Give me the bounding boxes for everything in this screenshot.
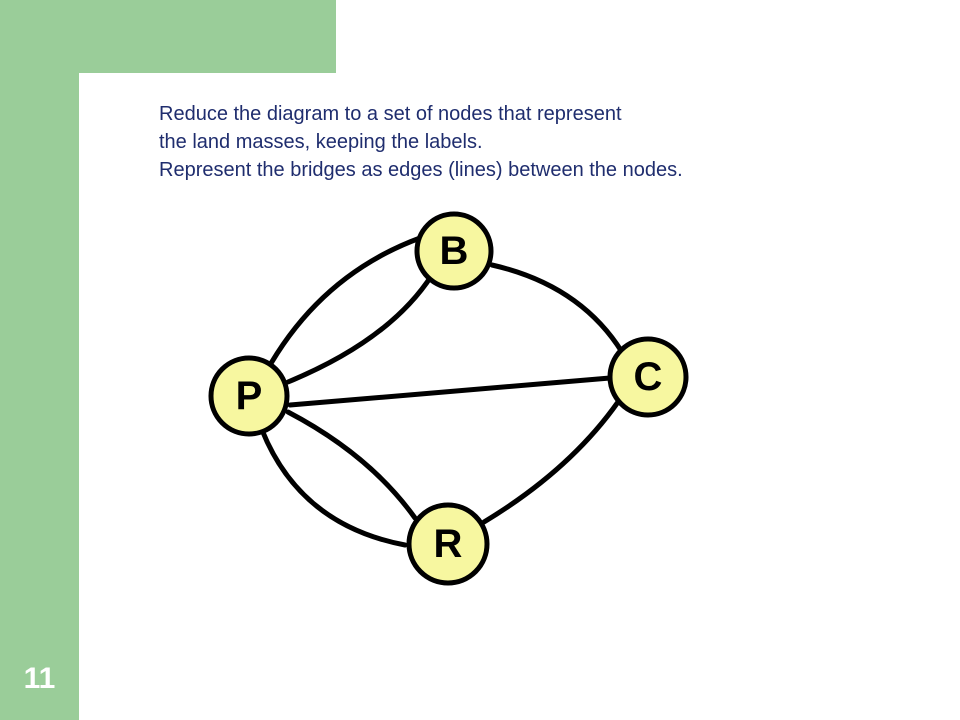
edge-p-b-inner [285, 272, 435, 385]
node-r-label: R [434, 522, 463, 566]
slide-number: 11 [23, 662, 56, 695]
edge-p-c [287, 375, 613, 408]
node-p: P [208, 355, 290, 437]
caption-line-2: the land masses, keeping the labels. [159, 131, 483, 153]
edge-p-r-upper [285, 409, 418, 521]
accent-bar-left [0, 0, 79, 720]
edge-p-r-lower [259, 427, 408, 548]
node-b: B [414, 211, 494, 291]
caption-text: Reduce the diagram to a set of nodes tha… [159, 100, 683, 184]
edge-b-c [489, 262, 625, 355]
node-c: C [607, 336, 689, 418]
node-b-label: B [440, 229, 469, 273]
edge-r-c [481, 399, 621, 525]
caption-line-1: Reduce the diagram to a set of nodes tha… [159, 103, 622, 125]
edge-p-b-outer [263, 235, 423, 375]
node-c-label: C [634, 355, 663, 399]
node-r: R [406, 502, 490, 586]
node-p-label: P [236, 374, 263, 418]
caption-line-3: Represent the bridges as edges (lines) b… [159, 159, 683, 181]
